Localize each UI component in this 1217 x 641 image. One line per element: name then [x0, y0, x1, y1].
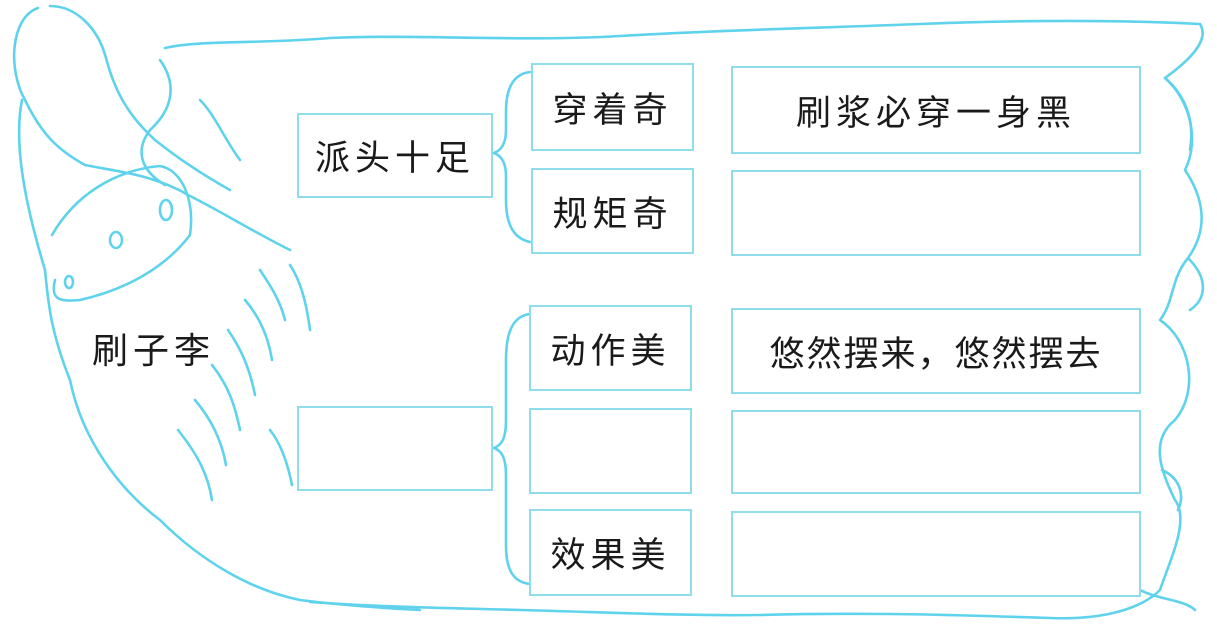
item-box-blank: [529, 408, 692, 494]
item-box-xiaoguomei: 效果美: [529, 509, 692, 596]
item-box-chuanzhuoqi: 穿着奇: [531, 63, 694, 151]
category-box-2: [297, 406, 493, 491]
detail-box-5: [731, 511, 1141, 597]
detail-box-2: [731, 170, 1141, 256]
detail-box-1: 刷浆必穿一身黑: [731, 66, 1141, 154]
brace-bottom: [494, 314, 530, 584]
detail-box-4: [731, 410, 1141, 494]
detail-box-3: 悠然摆来，悠然摆去: [731, 308, 1141, 394]
item-box-dongzuomei: 动作美: [529, 305, 692, 391]
item-box-guijuqi: 规矩奇: [531, 168, 694, 254]
brace-top: [494, 72, 530, 242]
center-label: 刷子李: [92, 322, 215, 374]
category-box-1: 派头十足: [297, 113, 493, 198]
